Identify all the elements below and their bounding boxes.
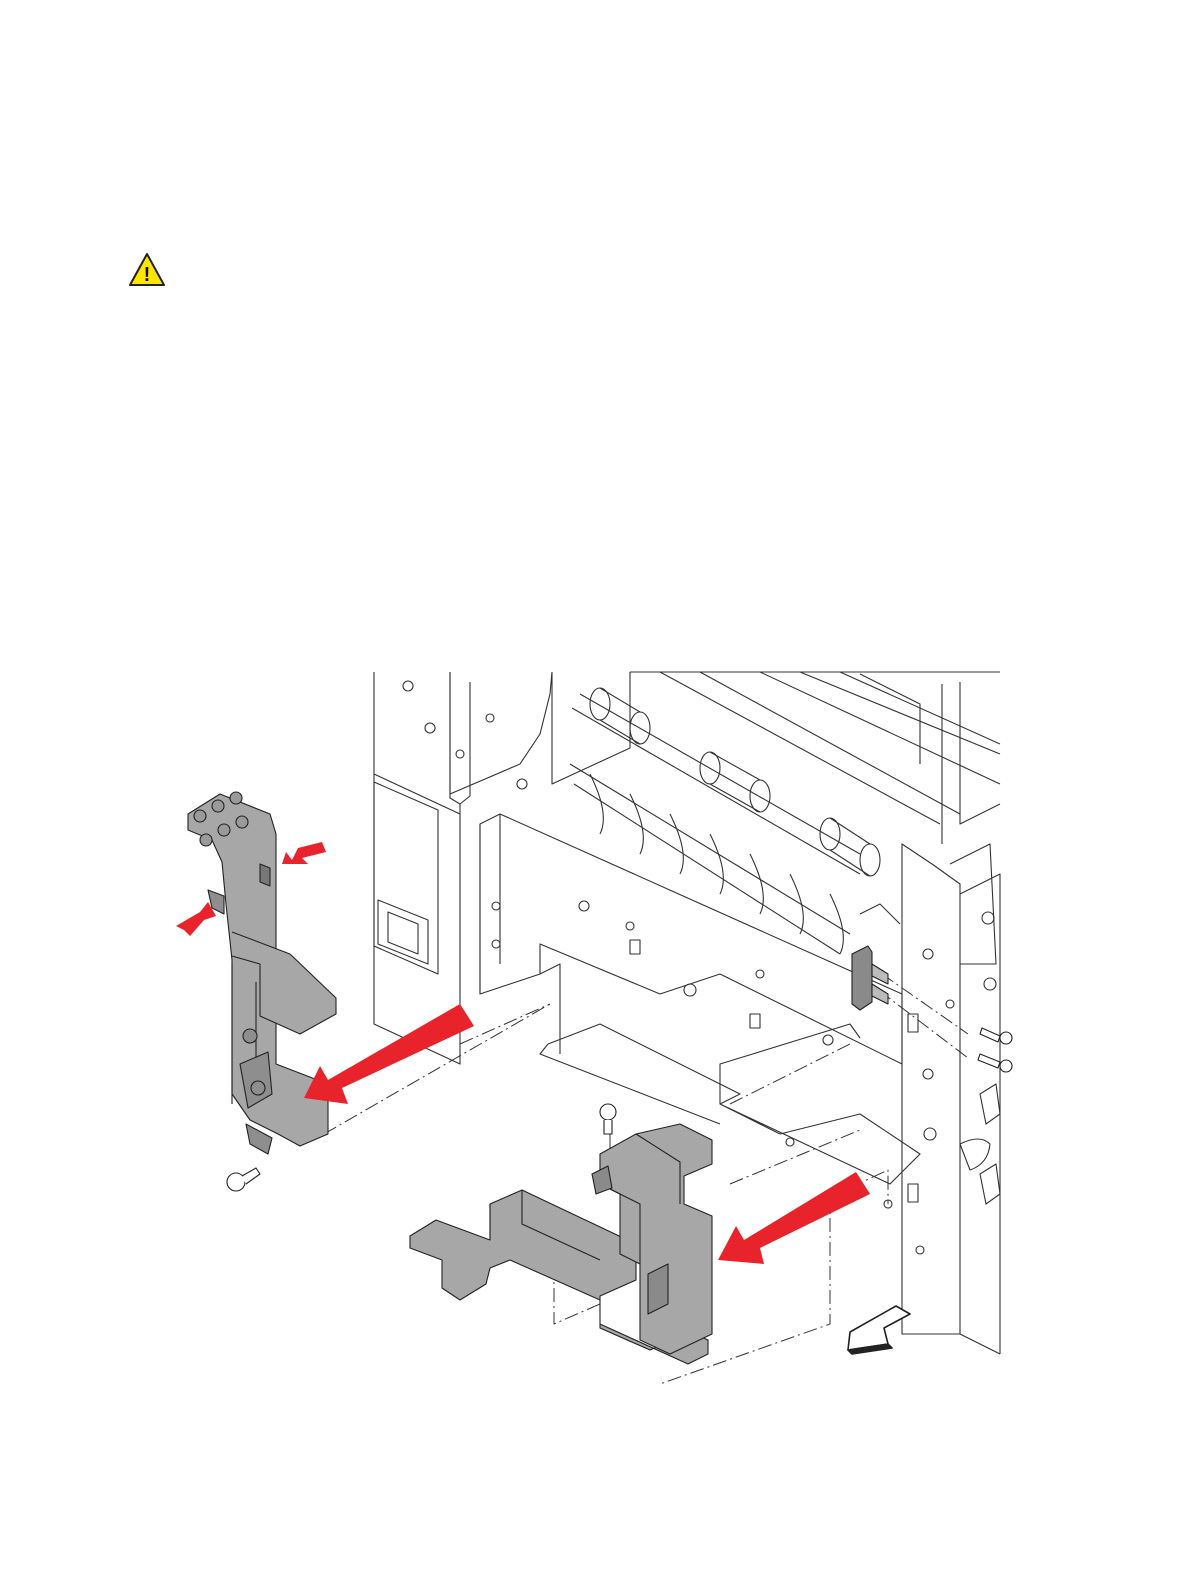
front-direction-arrow-icon [848,1306,910,1354]
right-small-bracket [852,946,888,1010]
press-tab-arrow-upper [282,842,326,864]
caution-triangle-icon: ! [128,252,166,288]
warning-glyph: ! [144,264,151,286]
exploded-view-figure [160,664,1020,1404]
removal-arrow-left [304,1004,474,1104]
press-tab-arrow-lower [176,902,216,936]
bottom-duct-assembly [410,1124,712,1364]
removal-arrow-right [718,1172,870,1264]
